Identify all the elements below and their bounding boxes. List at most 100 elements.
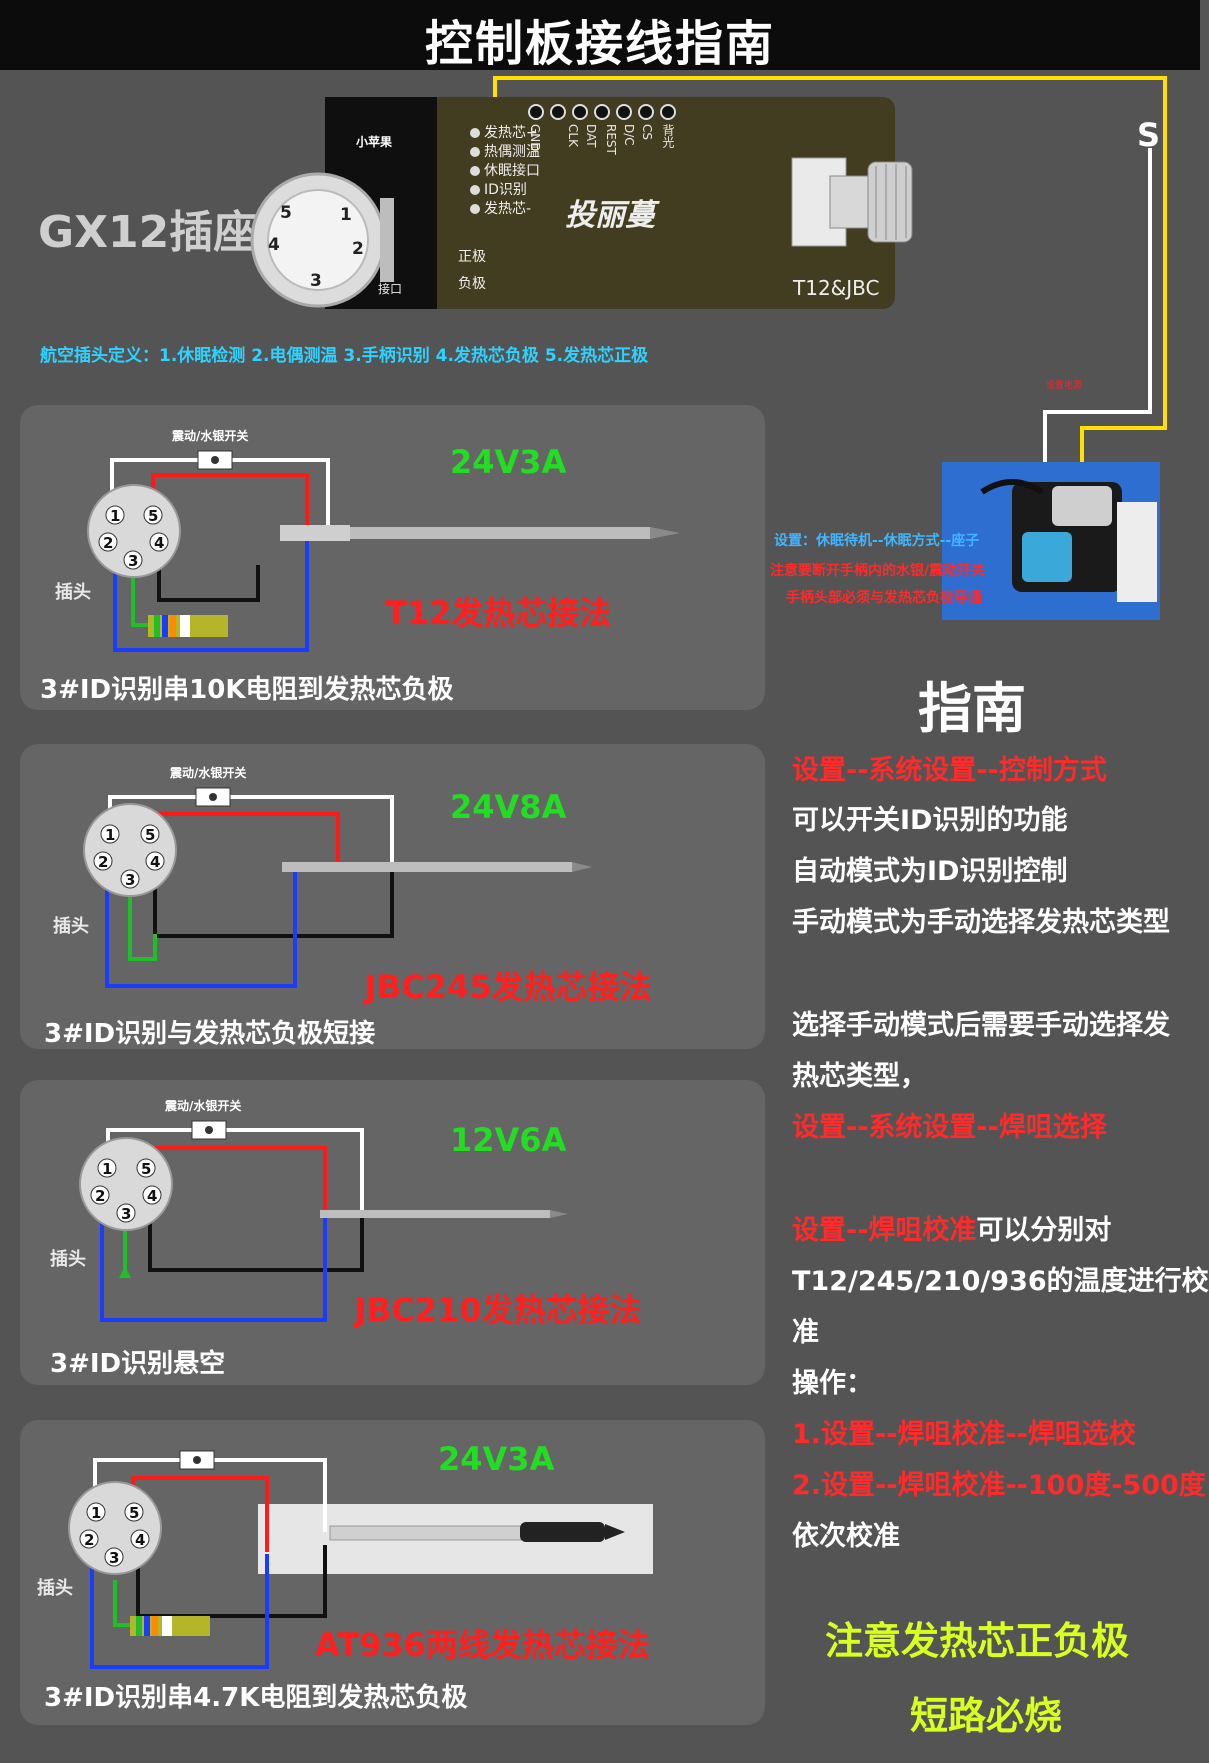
pcb-terminal-label: 休眠接口: [484, 163, 540, 179]
pin: [550, 104, 566, 120]
svg-text:2: 2: [84, 1531, 94, 1549]
board-pin-header: [528, 104, 682, 124]
guide-line: 设置--系统设置--焊咀选择: [792, 1112, 1107, 1143]
guide-title: 指南: [918, 677, 1026, 740]
pcb-brand-label: T12&JBC: [793, 276, 880, 300]
pin: [638, 104, 654, 120]
s-wire-label: S: [1137, 116, 1161, 154]
pcb-terminal-label: 发热芯+: [484, 125, 538, 141]
wiring-diagram-at936: 1 5 2 4 3: [68, 1450, 653, 1669]
svg-text:5: 5: [145, 826, 155, 844]
pin: [660, 104, 676, 120]
station-warning-note: 注意要断开手柄内的水银/震动开关: [770, 563, 986, 579]
plug-label: 插头: [55, 582, 91, 603]
guide-line: 准: [792, 1317, 819, 1348]
pcb-terminal-label: 热偶测温: [484, 144, 540, 160]
pin: [572, 104, 588, 120]
socket-pin: 3: [310, 271, 322, 291]
short-circuit-warning: 短路必烧: [910, 1694, 1063, 1738]
svg-text:4: 4: [147, 1187, 157, 1205]
guide-line: 手动模式为手动选择发热芯类型: [792, 907, 1170, 938]
guide-line: 设置--系统设置--控制方式: [792, 755, 1107, 786]
svg-text:1: 1: [110, 507, 120, 525]
svg-text:5: 5: [141, 1160, 151, 1178]
guide-line: 自动模式为ID识别控制: [792, 856, 1068, 887]
guide-line: 2.设置--焊咀校准--100度-500度: [792, 1470, 1206, 1501]
svg-text:3: 3: [125, 871, 135, 889]
pin-label: REST: [604, 124, 618, 155]
wiring-diagram-jbc210: 1 5 2 4 3: [79, 1120, 568, 1322]
pcb-terminal-labels: 发热芯+ 热偶测温 休眠接口 ID识别 发热芯-: [470, 124, 540, 219]
switch-label: 震动/水银开关: [170, 766, 247, 780]
guide-line: T12/245/210/936的温度进行校: [792, 1266, 1209, 1297]
svg-text:4: 4: [154, 534, 164, 552]
switch-label: 震动/水银开关: [172, 429, 249, 443]
guide-line: 操作：: [792, 1368, 873, 1399]
gx12-socket-icon: 1 2 3 4 5: [250, 172, 394, 308]
pin-label: CS: [640, 124, 654, 140]
pcb-terminal-label: ID识别: [484, 182, 527, 198]
gx12-socket-label: GX12插座: [38, 207, 258, 258]
pcb-negative-label: 负极: [458, 276, 486, 292]
panel-caption: 3#ID识别串4.7K电阻到发热芯负极: [44, 1683, 468, 1713]
pin-label: CLK: [566, 124, 580, 147]
svg-text:3: 3: [109, 1549, 119, 1567]
pcb-port-label: 接口: [378, 282, 403, 296]
plug-label: 插头: [53, 916, 89, 937]
svg-text:5: 5: [148, 507, 158, 525]
pcb-positive-label: 正极: [458, 249, 486, 265]
pin: [616, 104, 632, 120]
svg-text:3: 3: [128, 552, 138, 570]
svg-text:4: 4: [150, 853, 160, 871]
voltage-label: 24V3A: [450, 443, 567, 481]
panel-caption: 3#ID识别悬空: [50, 1349, 226, 1379]
svg-text:2: 2: [103, 534, 113, 552]
plug-label: 插头: [37, 1578, 73, 1599]
polarity-warning: 注意发热芯正负极: [825, 1619, 1130, 1663]
guide-line: 可以开关ID识别的功能: [792, 805, 1068, 836]
guide-line-part: 设置--焊咀校准: [792, 1215, 977, 1246]
pcb-small-logo: 小苹果: [356, 135, 393, 149]
method-label: JBC210发热芯接法: [355, 1291, 642, 1329]
station-setting-note: 设置：休眠待机--休眠方式--座子: [774, 533, 980, 549]
socket-pin: 2: [352, 239, 364, 259]
rotary-encoder-knob: [791, 157, 913, 247]
guide-line: 热芯类型，: [792, 1061, 927, 1092]
svg-text:1: 1: [102, 1160, 112, 1178]
method-label: JBC245发热芯接法: [365, 968, 652, 1006]
pin-label: DAT: [584, 124, 598, 148]
wiring-diagram-t12: 1 5 2 4 3: [87, 450, 680, 652]
socket-pin: 5: [280, 203, 292, 223]
pin: [528, 104, 544, 120]
svg-text:2: 2: [95, 1187, 105, 1205]
voltage-label: 24V3A: [438, 1440, 555, 1478]
panel-caption: 3#ID识别与发热芯负极短接: [44, 1019, 376, 1049]
title-bar: [0, 0, 1200, 70]
pin-label: D/C: [622, 124, 636, 146]
svg-text:3: 3: [121, 1205, 131, 1223]
pcb-terminal-label: 发热芯-: [484, 201, 532, 217]
svg-text:2: 2: [98, 853, 108, 871]
switch-label: 震动/水银开关: [165, 1099, 242, 1113]
panel-caption: 3#ID识别串10K电阻到发热芯负极: [40, 675, 454, 705]
pcb-main-logo: 投丽蔓: [565, 198, 655, 233]
guide-line: 选择手动模式后需要手动选择发: [792, 1010, 1170, 1041]
station-conduct-note: 手柄头部必须与发热芯负极导通: [786, 590, 982, 606]
voltage-label: 12V6A: [450, 1121, 567, 1159]
guide-line: 依次校准: [792, 1521, 900, 1552]
pin-label: 背光: [661, 124, 675, 148]
svg-text:4: 4: [135, 1531, 145, 1549]
guide-line: 设置--焊咀校准可以分别对: [792, 1208, 1111, 1247]
method-label: AT936两线发热芯接法: [315, 1626, 650, 1664]
method-label: T12发热芯接法: [385, 594, 612, 632]
pin-label: GND: [528, 124, 542, 152]
wiring-diagram-jbc245: 1 5 2 4 3: [83, 787, 592, 988]
svg-text:1: 1: [105, 826, 115, 844]
socket-pin: 1: [340, 205, 352, 225]
page-title: 控制板接线指南: [424, 16, 775, 72]
plug-label: 插头: [50, 1249, 86, 1270]
station-tiny-label: 设置电源: [1046, 381, 1083, 391]
svg-text:5: 5: [129, 1504, 139, 1522]
voltage-label: 24V8A: [450, 788, 567, 826]
svg-text:1: 1: [91, 1504, 101, 1522]
